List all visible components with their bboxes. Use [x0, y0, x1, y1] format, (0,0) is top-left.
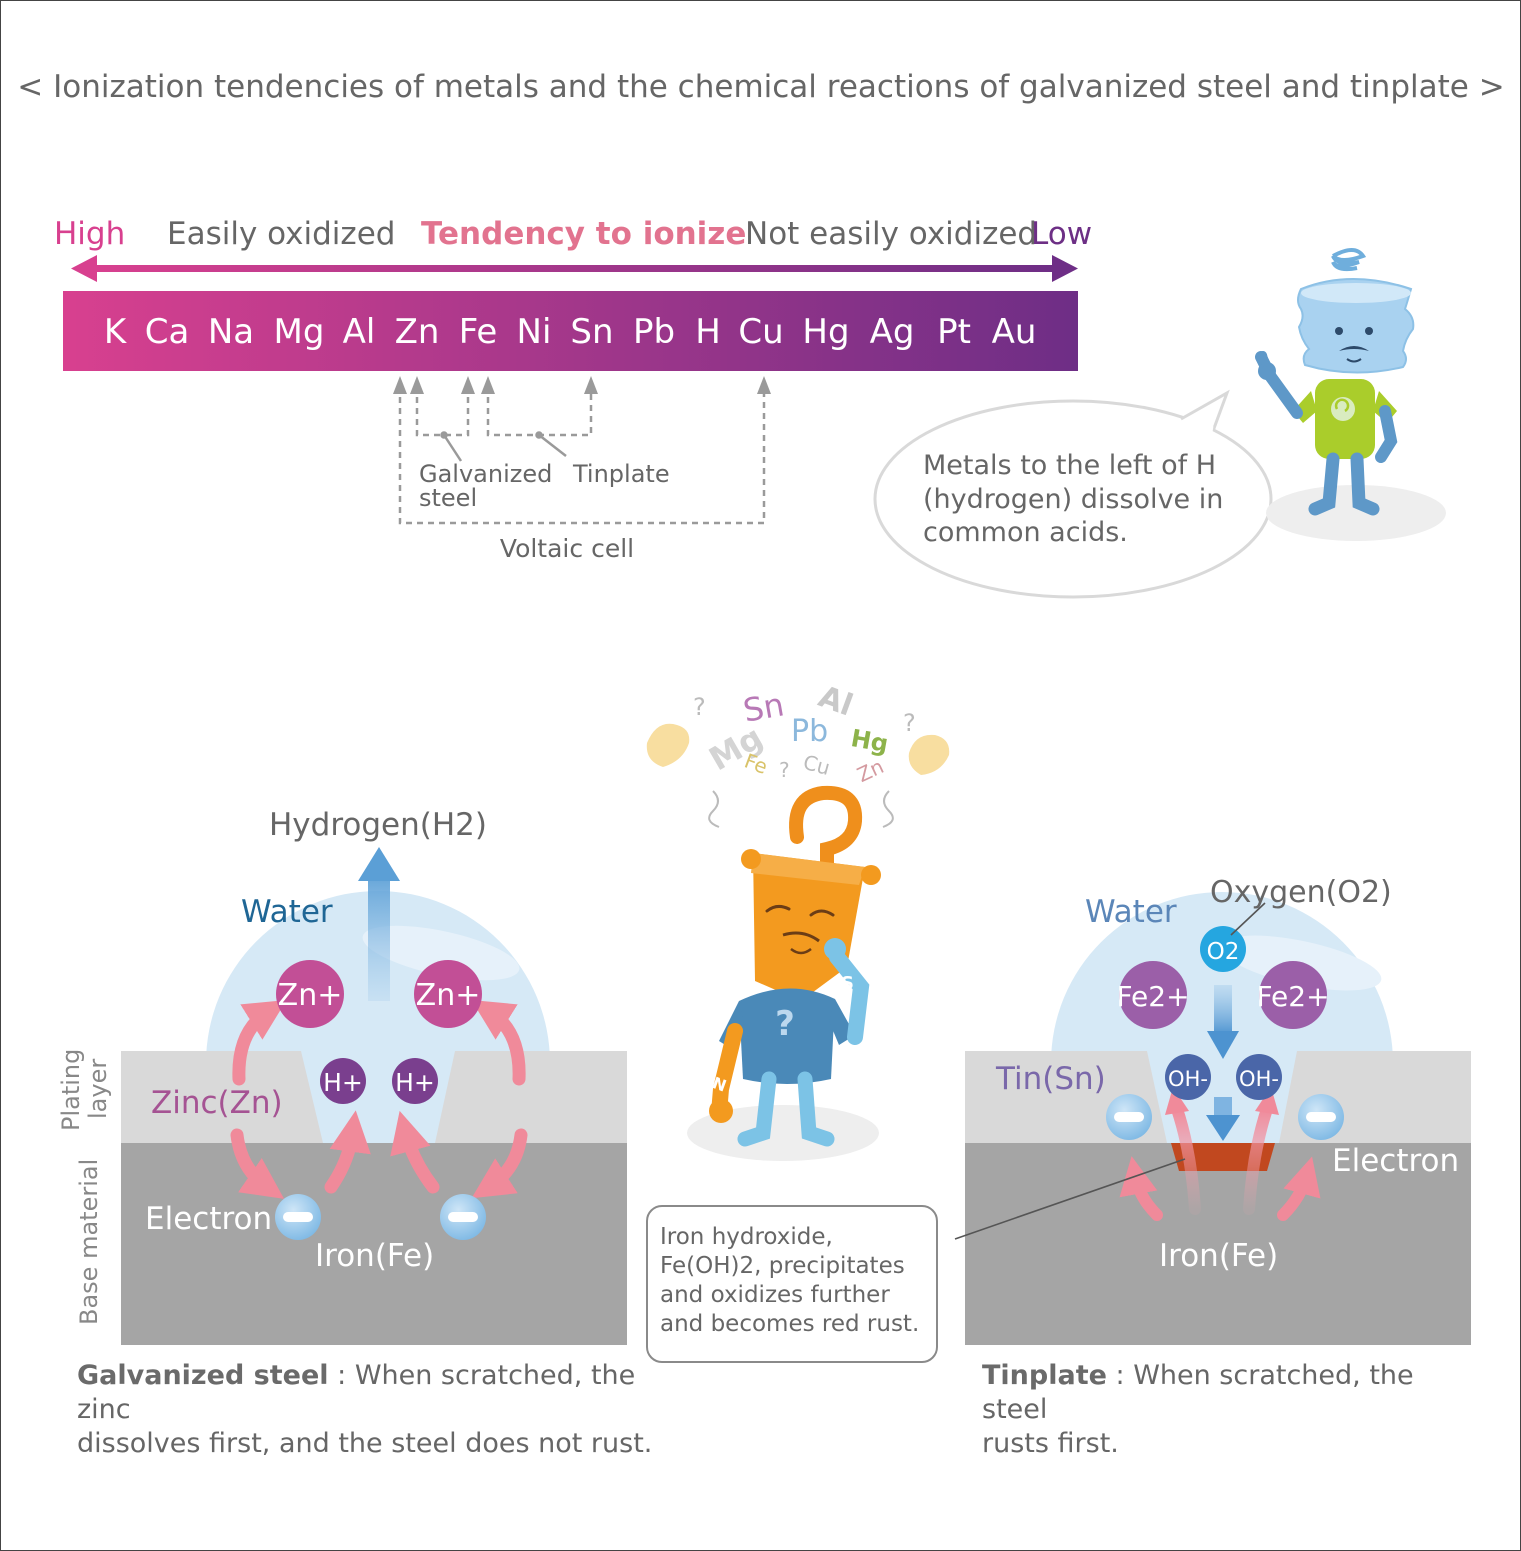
galvanized-caption-line1: : When scratched, the zinc [77, 1360, 636, 1425]
hydrogen-label: Hydrogen(H2) [269, 807, 487, 843]
oh-ion-1: OH- [1168, 1067, 1208, 1091]
h-ion-1: H+ [323, 1068, 363, 1097]
bubble-line-2: (hydrogen) dissolve in [923, 484, 1223, 515]
element-series: K Ca Na Mg Al Zn Fe Ni Sn Pb H Cu Hg Ag Pt Au [104, 312, 1037, 352]
bubble-line-3: common acids. [923, 517, 1128, 548]
galvanized-label-1: Galvanized [419, 460, 552, 488]
scale-low-label: Low [1031, 216, 1092, 252]
tinplate-caption-line2: rusts first. [982, 1428, 1119, 1459]
element-symbol: Sn [570, 312, 613, 352]
svg-text:?: ? [779, 758, 790, 782]
element-symbol: Pt [937, 312, 971, 352]
double-arrow [71, 255, 1078, 282]
tin-label: Tin(Sn) [995, 1061, 1106, 1097]
galvanized-caption: Galvanized steel : When scratched, the z… [77, 1359, 677, 1461]
scale-high-label: High [54, 216, 125, 252]
o2-molecule: O2 [1207, 939, 1240, 965]
galvanized-caption-line2: dissolves first, and the steel does not … [77, 1428, 653, 1459]
element-symbol: K [104, 312, 128, 352]
svg-text:?: ? [693, 693, 706, 721]
fe-ion-1: Fe2+ [1116, 980, 1189, 1013]
electron-icon [275, 1194, 321, 1240]
galvanized-label-2: steel [419, 484, 477, 512]
element-symbol: Fe [459, 312, 498, 352]
svg-text:Pb: Pb [791, 714, 828, 749]
tinplate-caption-line1: : When scratched, the steel [982, 1360, 1414, 1425]
element-symbol: H [695, 312, 721, 352]
confused-character: ? Mg Sn Pb Al Hg ? Fe ? Cu Zn ? N [646, 679, 950, 1161]
connector-lines [398, 386, 766, 525]
element-symbol: Mg [274, 312, 325, 352]
voltaic-cell-label: Voltaic cell [500, 534, 634, 563]
svg-text:Hg: Hg [849, 724, 891, 758]
tinplate-diagram: Fe2+ Fe2+ OH- OH- O2 Water Oxygen(O2) Ti… [965, 875, 1471, 1345]
element-symbol: Na [208, 312, 254, 352]
arm-s-label: S [841, 973, 854, 994]
zinc-label: Zinc(Zn) [151, 1085, 283, 1121]
svg-text:?: ? [903, 709, 916, 737]
oxygen-label: Oxygen(O2) [1210, 875, 1392, 910]
connector-arrowheads [393, 376, 771, 394]
galv-water-label: Water [241, 894, 333, 930]
element-symbol: Cu [738, 312, 783, 352]
galv-electron-label: Electron [145, 1201, 272, 1237]
electron-icon [1298, 1094, 1344, 1140]
rust-leader-line [954, 1158, 1186, 1240]
h-ion-2: H+ [395, 1068, 435, 1097]
page-title: < Ionization tendencies of metals and th… [17, 69, 1504, 105]
zn-ion-2: Zn+ [416, 978, 481, 1013]
plating-layer-label-2: layer [84, 1059, 112, 1119]
tin-electron-label: Electron [1332, 1143, 1459, 1179]
electron-icon [440, 1194, 486, 1240]
shirt-question-mark: ? [775, 1004, 795, 1044]
element-symbol: Au [992, 312, 1037, 352]
tinplate-caption: Tinplate : When scratched, the steel rus… [982, 1359, 1482, 1461]
element-symbol: Ca [145, 312, 190, 352]
zn-ion-1: Zn+ [278, 978, 343, 1013]
galvanized-caption-bold: Galvanized steel [77, 1360, 329, 1391]
fe-ion-2: Fe2+ [1256, 980, 1329, 1013]
bubble-line-1: Metals to the left of H [923, 450, 1216, 481]
element-symbol: Al [343, 312, 376, 352]
speech-bubble: Metals to the left of H (hydrogen) disso… [873, 389, 1273, 599]
svg-text:Cu: Cu [801, 750, 833, 780]
oh-ion-2: OH- [1239, 1067, 1279, 1091]
floating-symbols: ? Mg Sn Pb Al Hg ? Fe ? Cu Zn [693, 679, 916, 787]
scale-tendency-label: Tendency to ionize [421, 216, 746, 252]
svg-text:Sn: Sn [740, 685, 787, 729]
tin-water-label: Water [1085, 894, 1177, 930]
scale-easily-label: Easily oxidized [167, 216, 395, 252]
rust-note-text: Iron hydroxide, Fe(OH)2, precipitates an… [660, 1224, 920, 1337]
scale-not-easily-label: Not easily oxidized [745, 216, 1037, 252]
galvanized-diagram: Zn+ Zn+ H+ H+ Hydrogen(H2) Water Zinc(Zn… [57, 807, 627, 1345]
element-symbol: Hg [802, 312, 849, 352]
element-symbol: Ni [517, 312, 552, 352]
rust-note-box: Iron hydroxide, Fe(OH)2, precipitates an… [646, 1205, 938, 1363]
tinplate-label: Tinplate [572, 460, 670, 488]
blue-mascot-character [1255, 248, 1446, 541]
electron-icon [1106, 1094, 1152, 1140]
element-symbol: Zn [395, 312, 440, 352]
element-symbol: Ag [870, 312, 915, 352]
plating-layer-label-1: Plating [57, 1049, 85, 1131]
galv-iron-label: Iron(Fe) [315, 1238, 434, 1274]
base-material-label: Base material [75, 1159, 103, 1325]
tin-iron-label: Iron(Fe) [1159, 1238, 1278, 1274]
arm-n-label: N [710, 1073, 729, 1095]
svg-text:Zn: Zn [853, 754, 887, 787]
element-symbol: Pb [633, 312, 675, 352]
ionization-bar [63, 291, 1078, 371]
tinplate-caption-bold: Tinplate [982, 1360, 1107, 1391]
